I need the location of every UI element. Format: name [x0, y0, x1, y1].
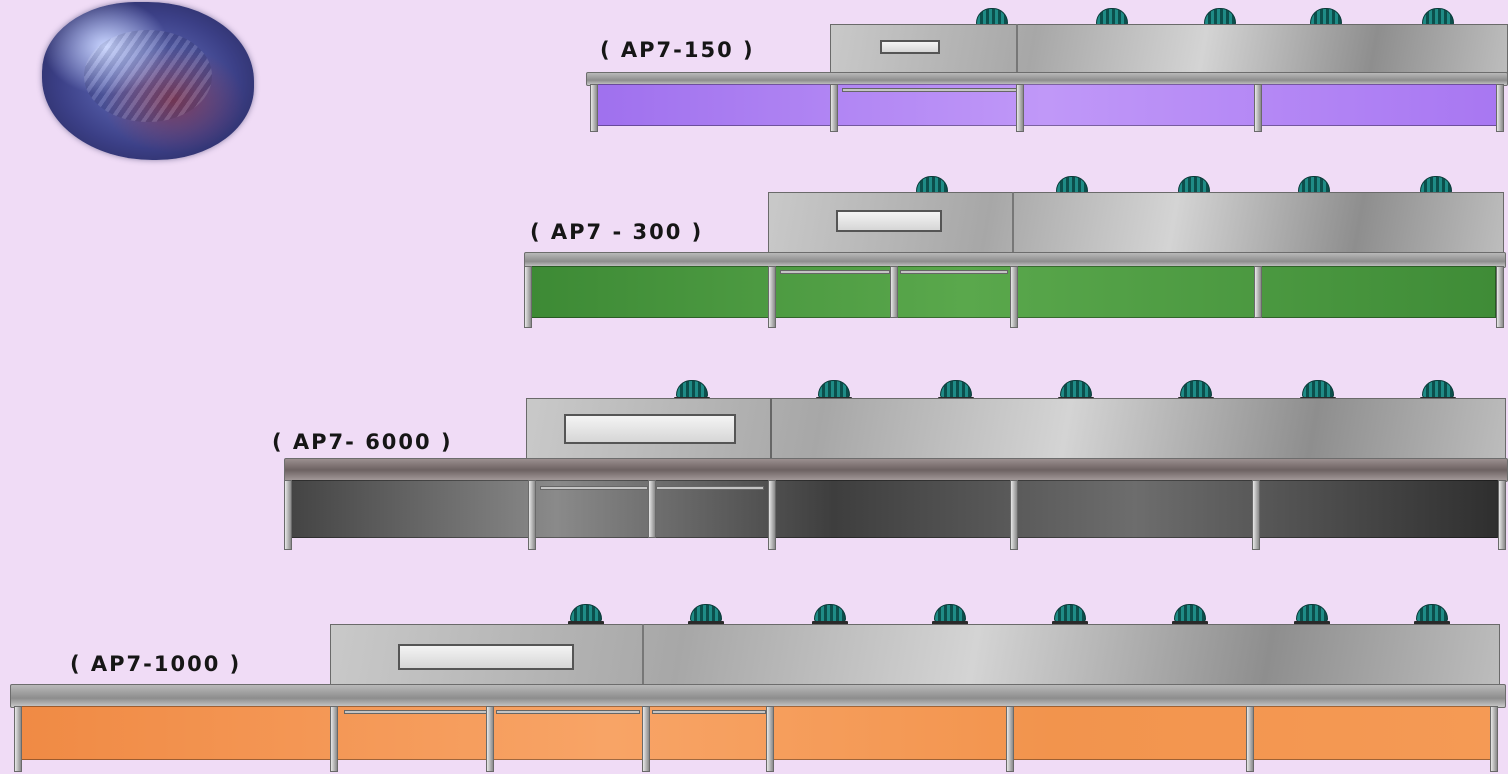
model-label-ap7-300: ( AP7 - 300 ) [530, 220, 704, 244]
model-label-ap7-1000: ( AP7-1000 ) [70, 652, 242, 676]
logo-image [42, 2, 254, 160]
side-panel [592, 84, 1498, 126]
model-label-ap7-6000: ( AP7- 6000 ) [272, 430, 453, 454]
fan-icon [1300, 380, 1336, 401]
side-panel [290, 480, 1498, 538]
fan-icon [688, 604, 724, 625]
conveyor-belt [284, 458, 1508, 482]
fan-icon [932, 604, 968, 625]
fan-icon [1058, 380, 1094, 401]
model-label-ap7-150: ( AP7-150 ) [600, 38, 755, 62]
viewing-window [836, 210, 942, 232]
viewing-window [880, 40, 940, 54]
fan-icon [1414, 604, 1450, 625]
machine-ap7-150 [586, 8, 1508, 138]
fan-icon [674, 380, 710, 401]
conveyor-belt [10, 684, 1506, 708]
side-panel [16, 706, 1496, 760]
fan-icon [1178, 380, 1214, 401]
fan-icon [1420, 380, 1456, 401]
fan-icon [938, 380, 974, 401]
machine-ap7-1000 [10, 604, 1506, 774]
fan-icon [1172, 604, 1208, 625]
fan-icon [1294, 604, 1330, 625]
viewing-window [564, 414, 736, 444]
machine-ap7-6000 [284, 380, 1508, 554]
fan-icon [812, 604, 848, 625]
fan-icon [568, 604, 604, 625]
fan-icon [816, 380, 852, 401]
fan-icon [1052, 604, 1088, 625]
viewing-window [398, 644, 574, 670]
machine-ap7-300 [524, 176, 1506, 332]
